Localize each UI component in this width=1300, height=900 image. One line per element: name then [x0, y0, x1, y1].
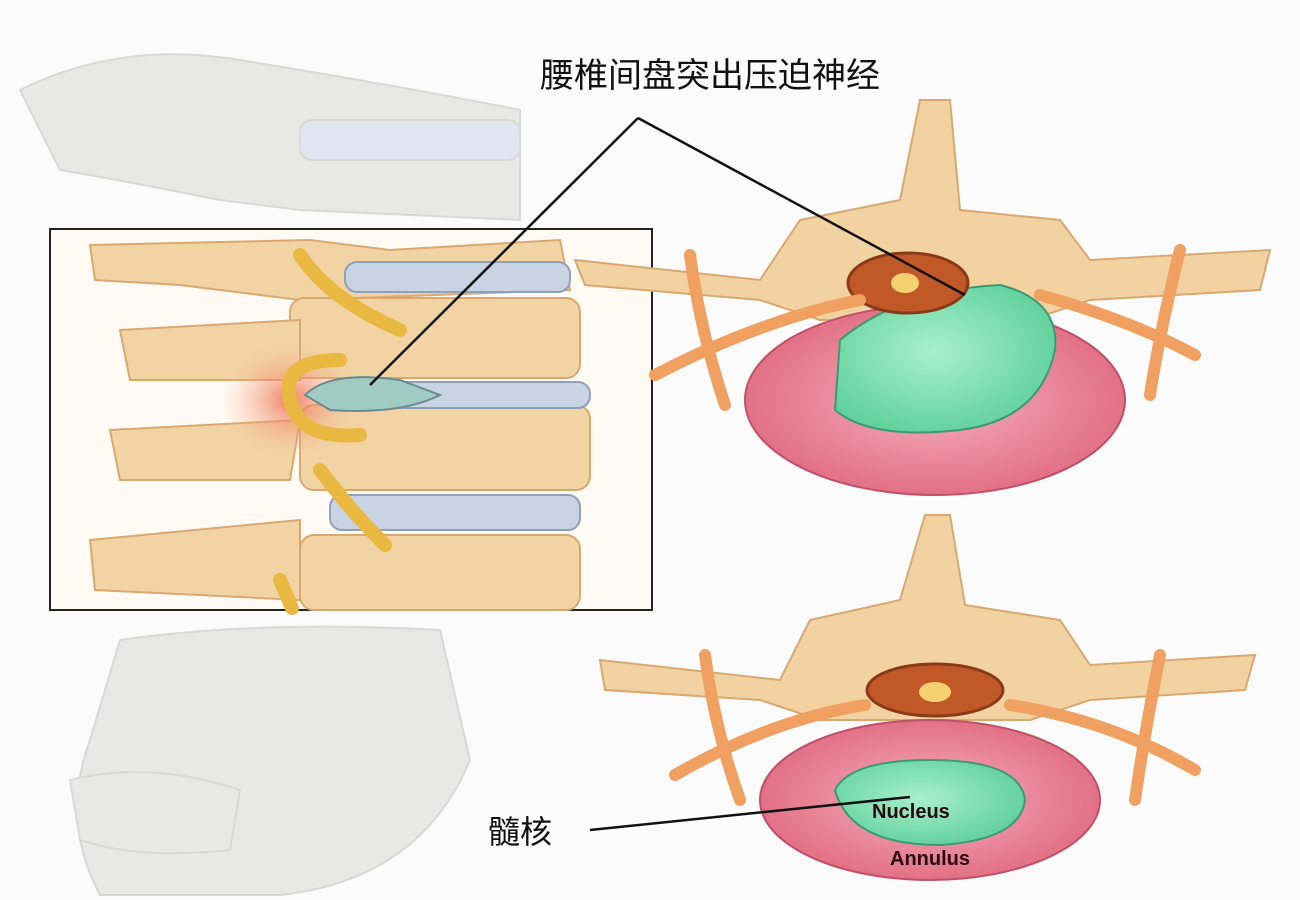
sagittal-spine-inset	[49, 228, 653, 615]
title-label: 腰椎间盘突出压迫神经	[540, 56, 880, 96]
ghost-spine	[18, 53, 521, 896]
nucleus-label: Nucleus	[872, 801, 950, 823]
cross-section-herniated	[573, 99, 1272, 496]
annulus-label: Annulus	[890, 848, 970, 870]
nucleus-cn-label: 髓核	[488, 813, 552, 851]
herniated-disc	[303, 376, 443, 412]
leader-lines	[369, 116, 966, 832]
nerve-roots	[273, 248, 407, 615]
cross-section-normal	[598, 514, 1257, 881]
